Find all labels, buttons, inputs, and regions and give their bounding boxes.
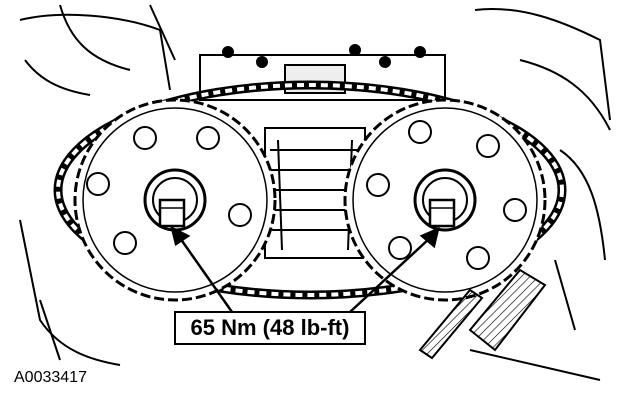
timing-chain bbox=[53, 80, 567, 300]
right-sprocket-bolt bbox=[428, 198, 456, 228]
chain-tensioner bbox=[418, 268, 547, 360]
torque-callout: 65 Nm (48 lb-ft) bbox=[174, 311, 366, 345]
figure-id: A0033417 bbox=[14, 369, 87, 386]
callout-arrows bbox=[170, 225, 440, 313]
right-camshaft-sprocket bbox=[343, 98, 547, 302]
left-sprocket-bolt bbox=[158, 198, 186, 228]
left-camshaft-sprocket bbox=[73, 98, 277, 302]
